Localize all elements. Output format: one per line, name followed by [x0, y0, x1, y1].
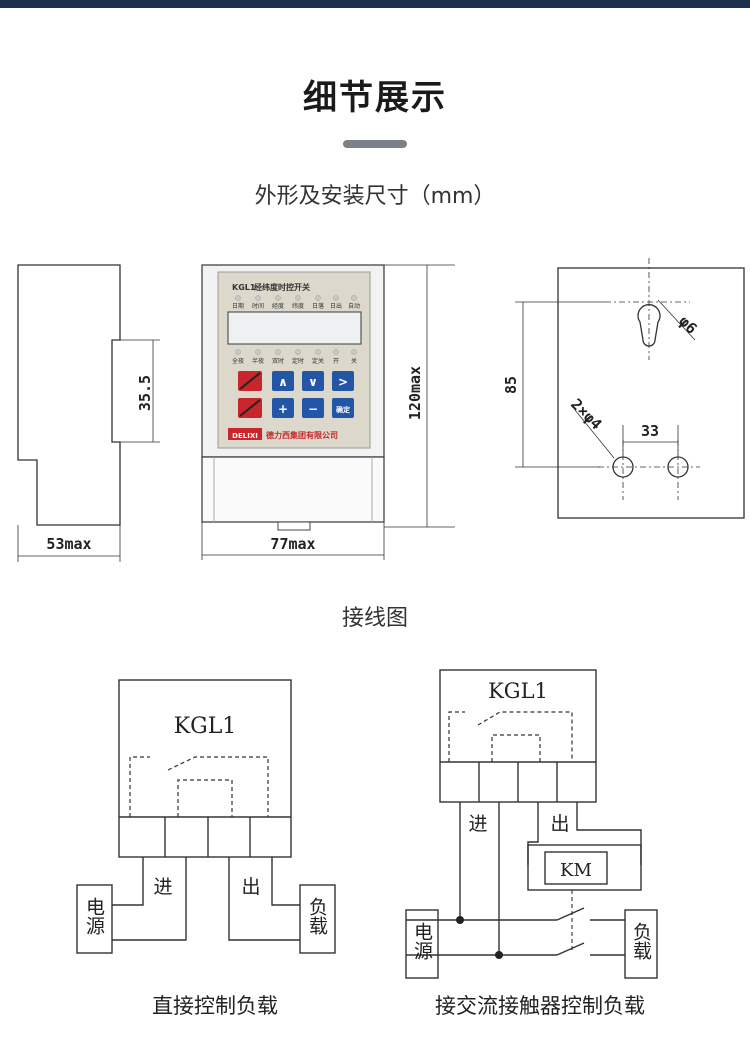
left-caption: 直接控制负载 — [152, 994, 278, 1018]
panel-label-half-night: 半夜 — [252, 357, 264, 365]
front-dim-lines — [201, 264, 455, 560]
front-width-dim: 77max — [270, 535, 315, 553]
panel-top-labels: 日期 时间 经度 纬度 日落 日出 自动 — [232, 302, 360, 310]
back-view — [515, 258, 745, 519]
panel-label-timed-off: 定关 — [312, 357, 324, 365]
right-out-label: 出 — [550, 813, 569, 835]
dimensions-subtitle: 外形及安装尺寸（mm） — [254, 184, 496, 209]
title-accent-bar — [343, 140, 407, 148]
key-confirm: 确定 — [336, 405, 350, 414]
panel-label-auto: 自动 — [348, 302, 360, 310]
hole-spacing-h-dim: 33 — [641, 422, 659, 440]
junction-dot — [456, 916, 464, 924]
front-height-dim: 120max — [406, 366, 424, 420]
front-view — [201, 264, 385, 531]
left-in-label: 进 — [153, 876, 172, 898]
panel-name: 经纬度时控开关 — [254, 282, 310, 292]
wiring-section-title: 接线图 — [341, 606, 408, 631]
right-caption: 接交流接触器控制负载 — [435, 994, 645, 1018]
hole-spacing-v-dim: 85 — [502, 376, 520, 394]
contactor-label: KM — [560, 860, 592, 881]
right-in-label: 进 — [468, 813, 487, 835]
panel-label-dual: 双时 — [272, 357, 284, 365]
key-up-icon: ∧ — [278, 375, 288, 389]
panel-label-sunrise: 日出 — [330, 302, 342, 310]
left-wiring-diagram — [76, 679, 336, 954]
right-model-label: KGL1 — [488, 679, 548, 703]
key-minus-icon: − — [308, 402, 318, 416]
left-out-label: 出 — [241, 876, 260, 898]
right-load-label: 负载 — [630, 922, 652, 960]
side-height-dim: 35.5 — [136, 375, 154, 411]
right-power-label: 电源 — [411, 922, 433, 961]
side-width-dim: 53max — [46, 535, 91, 553]
junction-dot — [495, 951, 503, 959]
company-name: 德力西集团有限公司 — [266, 430, 338, 440]
panel-label-sunset: 日落 — [312, 302, 324, 310]
top-bar — [0, 0, 750, 8]
left-power-label: 电源 — [83, 897, 105, 936]
right-wiring-diagram — [405, 669, 658, 979]
panel-label-longitude: 经度 — [272, 302, 284, 310]
page-title: 细节展示 — [303, 78, 447, 118]
left-load-label: 负载 — [306, 897, 328, 935]
panel-label-full-night: 全夜 — [232, 357, 244, 365]
panel-label-on: 开 — [333, 358, 339, 365]
side-view — [17, 264, 160, 562]
panel-label-time: 时间 — [252, 302, 264, 310]
key-down-icon: ∨ — [308, 375, 318, 389]
key-right-icon: > — [338, 375, 348, 389]
panel-label-date: 日期 — [232, 302, 244, 310]
left-model-label: KGL1 — [174, 714, 237, 739]
key-plus-icon: + — [278, 402, 288, 416]
panel-label-latitude: 纬度 — [292, 302, 304, 310]
panel-label-timed: 定时 — [292, 357, 304, 365]
panel-model: KGL1 — [232, 283, 256, 292]
panel-bottom-labels: 全夜 半夜 双时 定时 定关 开 关 — [232, 357, 357, 365]
brand-logo: DELIXI — [232, 432, 258, 440]
panel-label-off: 关 — [351, 357, 357, 365]
